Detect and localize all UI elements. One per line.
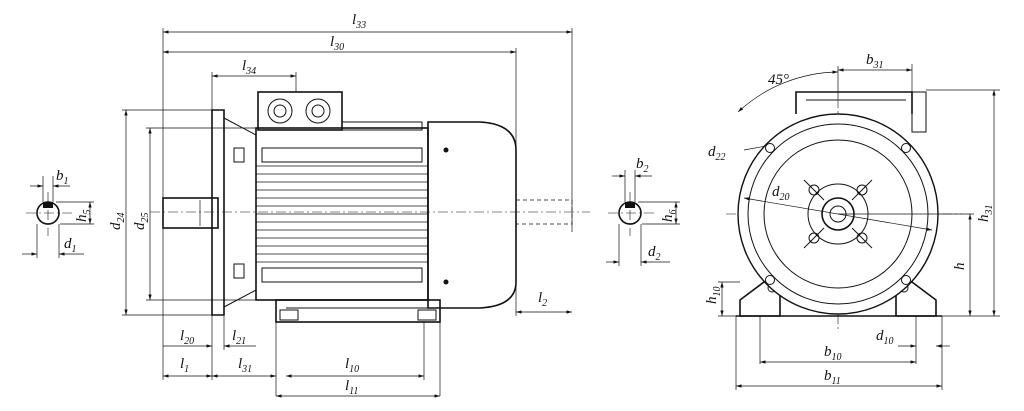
shaft-section-front xyxy=(22,176,94,258)
label-h31: h31 xyxy=(976,205,995,223)
label-d24: d24 xyxy=(108,213,127,231)
label-l10: l10 xyxy=(345,356,359,375)
label-d20: d20 xyxy=(772,184,790,203)
label-l2: l2 xyxy=(538,290,547,309)
label-d22: d22 xyxy=(708,144,726,163)
label-h10: h10 xyxy=(704,287,723,305)
label-angle-45: 45° xyxy=(768,72,789,88)
label-d25: d25 xyxy=(132,213,151,231)
label-b10: b10 xyxy=(824,344,842,363)
label-l33: l33 xyxy=(352,12,366,31)
label-l1: l1 xyxy=(180,356,189,375)
label-l31: l31 xyxy=(238,356,252,375)
label-l21: l21 xyxy=(232,328,246,347)
label-h: h xyxy=(952,263,968,271)
side-view xyxy=(122,28,590,398)
label-l11: l11 xyxy=(345,378,358,397)
label-d10: d10 xyxy=(876,328,894,347)
label-b1: b1 xyxy=(56,168,69,187)
label-d2: d2 xyxy=(648,244,661,263)
shaft-section-rear xyxy=(606,170,680,266)
label-l20: l20 xyxy=(180,328,194,347)
label-b2: b2 xyxy=(636,156,649,175)
end-view xyxy=(718,64,1000,390)
label-l30: l30 xyxy=(330,34,344,53)
label-h6: h6 xyxy=(660,210,679,223)
label-h5: h5 xyxy=(74,210,93,223)
label-b11: b11 xyxy=(824,368,841,387)
label-l34: l34 xyxy=(242,58,256,77)
cooling-fins xyxy=(256,165,428,263)
label-b31: b31 xyxy=(866,52,884,71)
label-d1: d1 xyxy=(64,236,77,255)
